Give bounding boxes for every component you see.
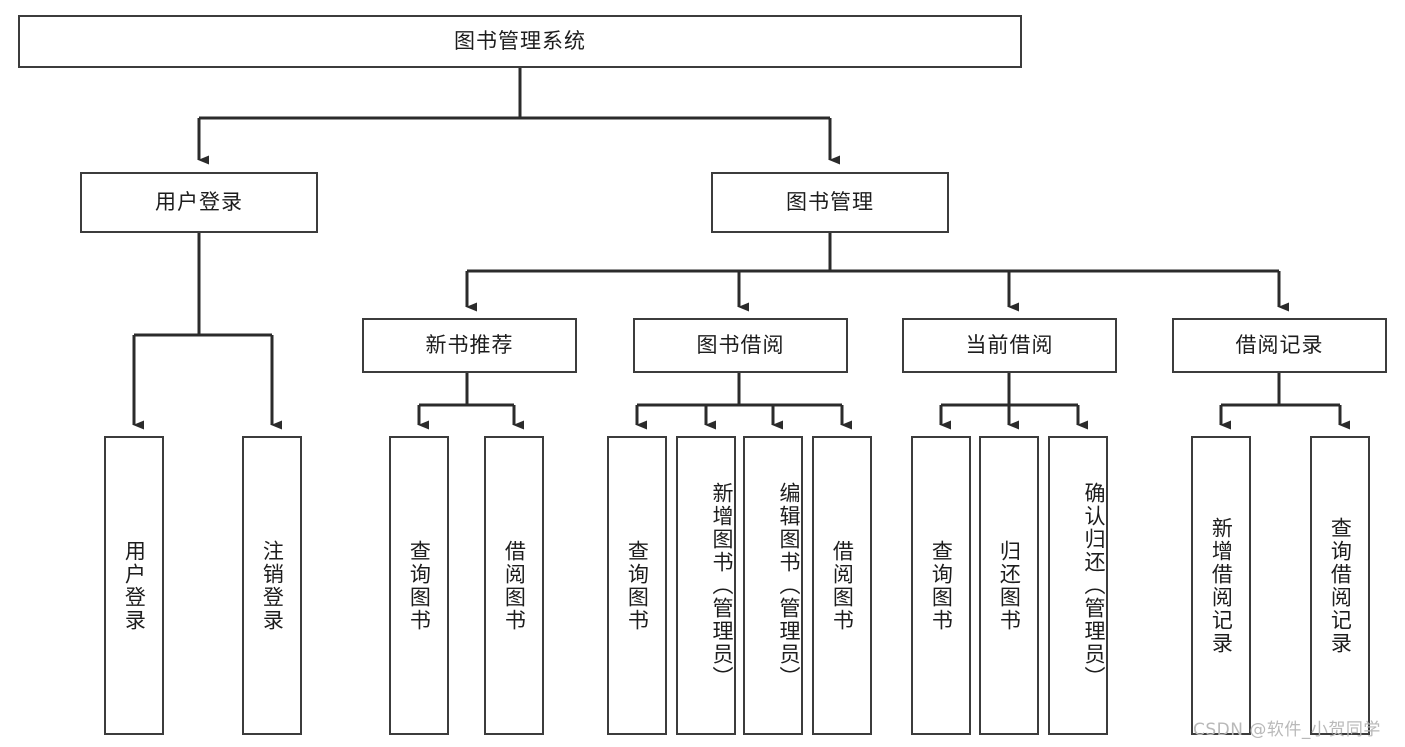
node-new-book-recommend[interactable]: 新书推荐 [362,318,577,373]
leaf-query-book-1-label: 查询图书 [407,539,432,632]
leaf-add-borrow-record[interactable]: 新增借阅记录 [1191,436,1251,735]
leaf-return-book-label: 归还图书 [997,539,1022,632]
leaf-query-book-3-label: 查询图书 [929,539,954,632]
leaf-user-login-label: 用户登录 [122,539,147,632]
node-root[interactable]: 图书管理系统 [18,15,1022,68]
leaf-logout-label: 注销登录 [260,539,285,632]
leaf-borrow-book-1-label: 借阅图书 [502,539,527,632]
csdn-watermark: CSDN @软件_小贺同学 [1193,720,1381,740]
leaf-edit-book-label: 编辑图书（管理员） [777,482,801,689]
leaf-query-book-2[interactable]: 查询图书 [607,436,667,735]
leaf-logout[interactable]: 注销登录 [242,436,302,735]
leaf-add-book[interactable]: 新增图书（管理员） [676,436,736,735]
node-book-management[interactable]: 图书管理 [711,172,949,233]
leaf-borrow-book-2-label: 借阅图书 [830,539,855,632]
leaf-borrow-book-2[interactable]: 借阅图书 [812,436,872,735]
leaf-query-book-1[interactable]: 查询图书 [389,436,449,735]
node-new-book-recommend-label: 新书推荐 [425,332,514,357]
leaf-confirm-return-label: 确认归还（管理员） [1082,482,1106,689]
node-current-borrow-label: 当前借阅 [965,332,1054,357]
leaf-query-borrow-record[interactable]: 查询借阅记录 [1310,436,1370,735]
node-borrow-record[interactable]: 借阅记录 [1172,318,1387,373]
leaf-add-book-label: 新增图书（管理员） [710,482,734,689]
node-current-borrow[interactable]: 当前借阅 [902,318,1117,373]
node-book-borrow-label: 图书借阅 [696,332,785,357]
node-book-borrow[interactable]: 图书借阅 [633,318,848,373]
leaf-return-book[interactable]: 归还图书 [979,436,1039,735]
node-borrow-record-label: 借阅记录 [1235,332,1324,357]
leaf-borrow-book-1[interactable]: 借阅图书 [484,436,544,735]
node-root-label: 图书管理系统 [454,28,586,53]
leaf-edit-book[interactable]: 编辑图书（管理员） [743,436,803,735]
node-user-login[interactable]: 用户登录 [80,172,318,233]
leaf-query-book-3[interactable]: 查询图书 [911,436,971,735]
leaf-add-borrow-record-label: 新增借阅记录 [1209,516,1234,655]
leaf-user-login[interactable]: 用户登录 [104,436,164,735]
node-book-management-label: 图书管理 [786,189,874,214]
node-user-login-label: 用户登录 [155,189,243,214]
leaf-confirm-return[interactable]: 确认归还（管理员） [1048,436,1108,735]
leaf-query-borrow-record-label: 查询借阅记录 [1328,516,1353,655]
leaf-query-book-2-label: 查询图书 [625,539,650,632]
